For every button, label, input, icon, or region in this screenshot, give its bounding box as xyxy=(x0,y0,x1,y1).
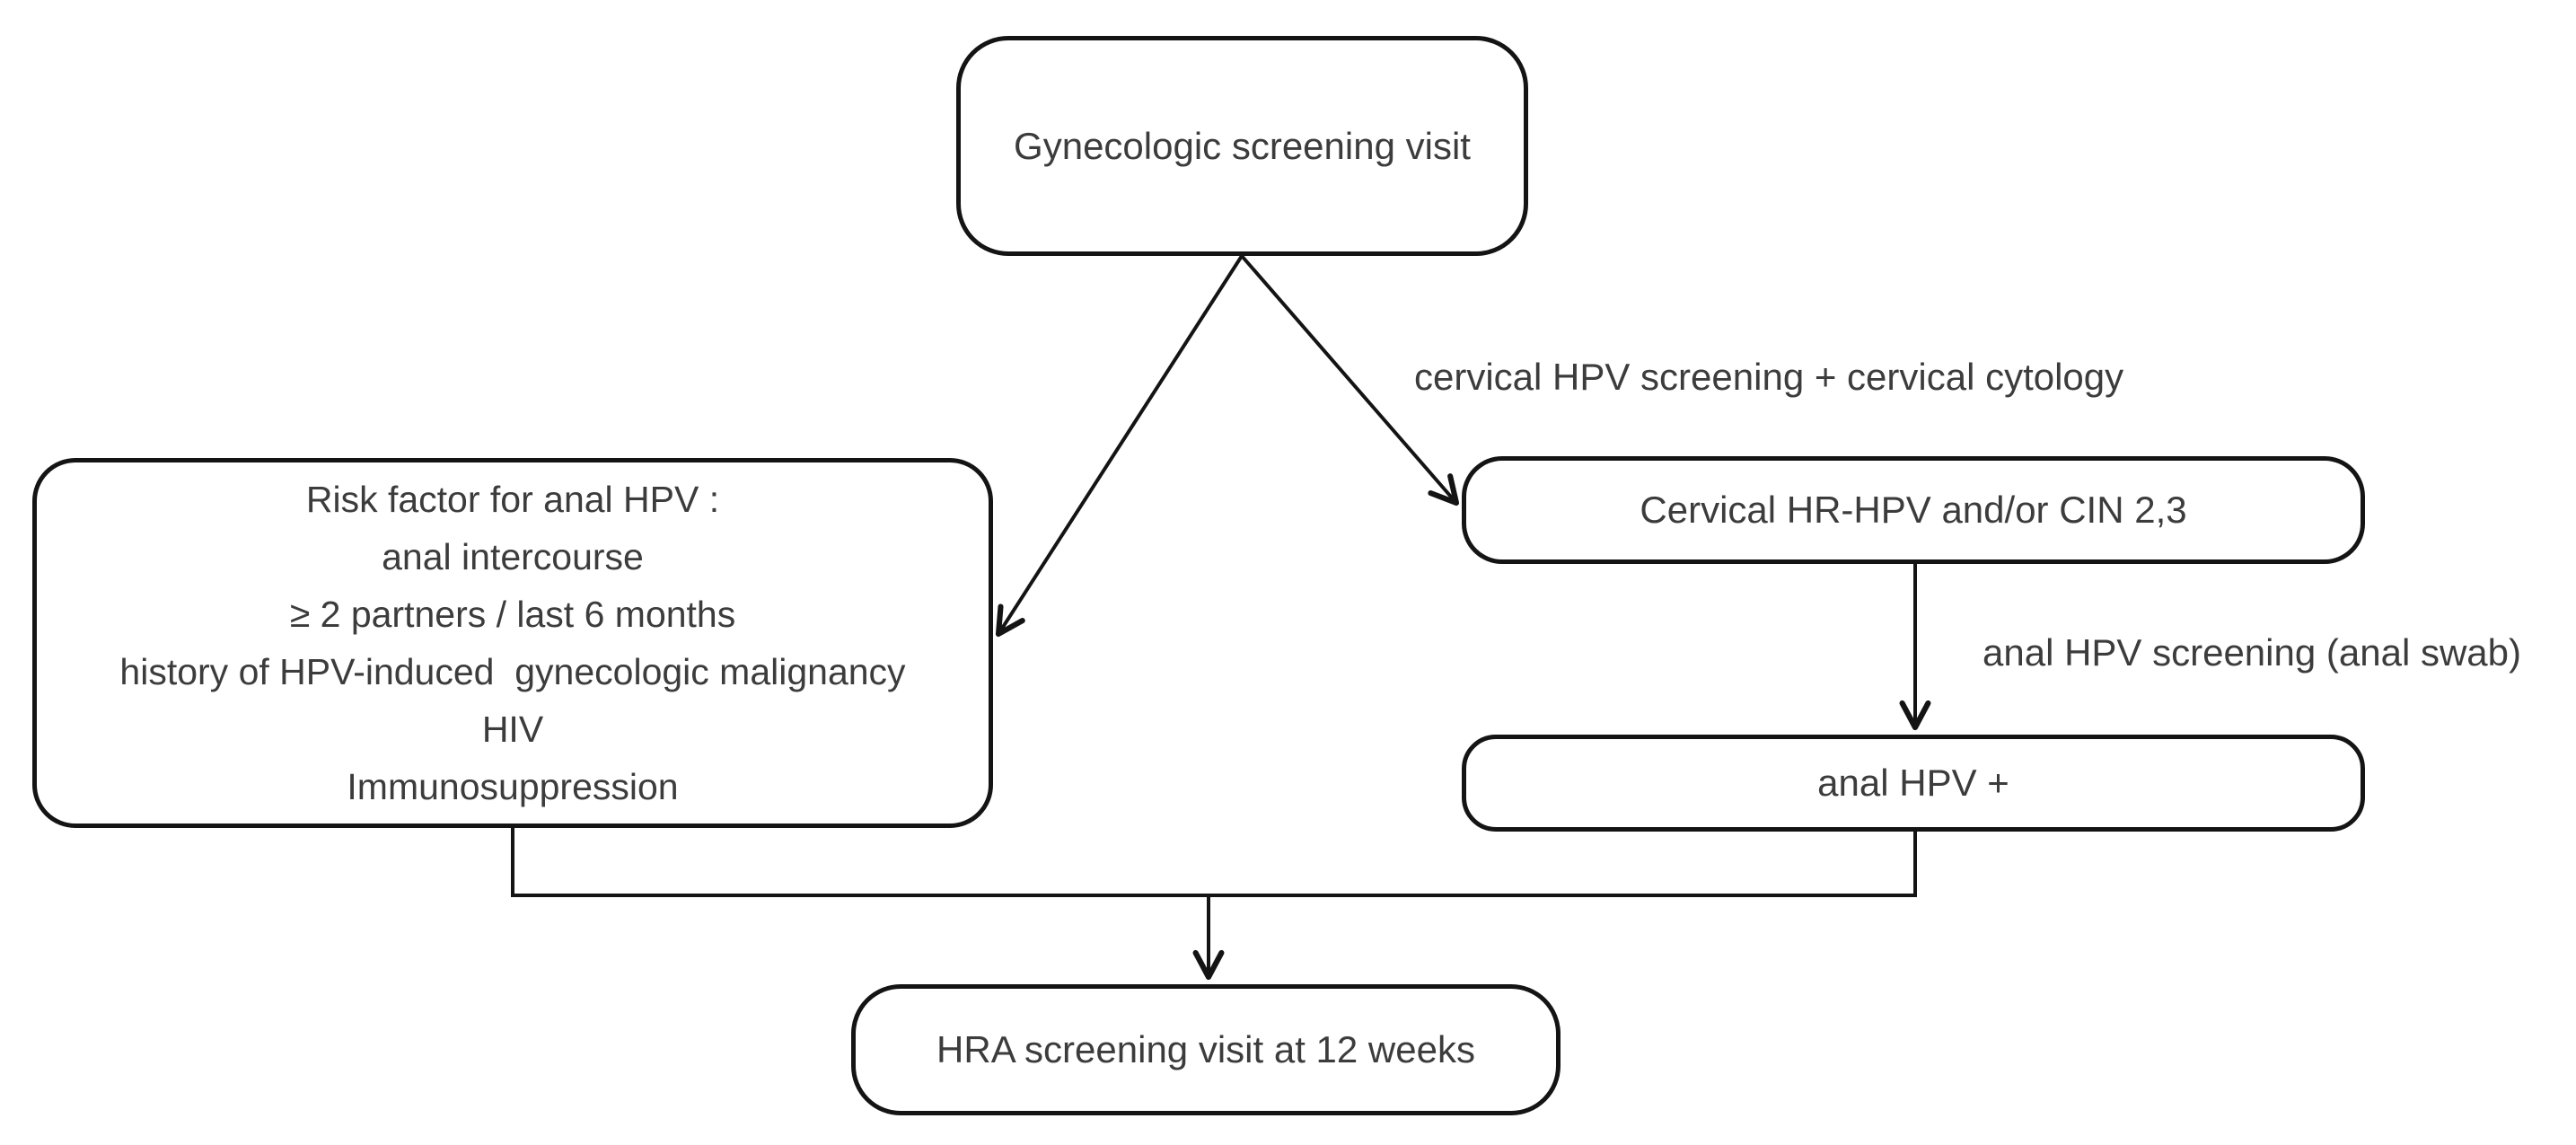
node-cervical-hr-hpv: Cervical HR-HPV and/or CIN 2,3 xyxy=(1462,456,2365,564)
node-label: Cervical HR-HPV and/or CIN 2,3 xyxy=(1640,489,2187,531)
node-gynecologic-screening-visit: Gynecologic screening visit xyxy=(956,36,1528,256)
node-label: Gynecologic screening visit xyxy=(1014,124,1471,167)
node-risk-factors: Risk factor for anal HPV : anal intercou… xyxy=(32,458,993,828)
edge-label-anal-screening: anal HPV screening (anal swab) xyxy=(1983,631,2521,674)
risk-line-hiv: HIV xyxy=(481,709,544,750)
risk-line-anal-intercourse: anal intercourse xyxy=(382,536,644,577)
risk-line-title: Risk factor for anal HPV : xyxy=(305,479,720,520)
node-label: anal HPV + xyxy=(1817,762,2009,804)
node-label: HRA screening visit at 12 weeks xyxy=(936,1028,1475,1070)
edge-label-cervical-screening: cervical HPV screening + cervical cytolo… xyxy=(1414,356,2124,398)
node-anal-hpv-positive: anal HPV + xyxy=(1462,735,2365,832)
node-hra-screening-visit: HRA screening visit at 12 weeks xyxy=(851,984,1561,1115)
risk-line-partners: ≥ 2 partners / last 6 months xyxy=(289,594,736,635)
edge-gyn-to-cervical xyxy=(1240,254,1460,506)
risk-line-immunosuppression: Immunosuppression xyxy=(347,766,679,807)
edge-gyn-to-risk xyxy=(995,254,1244,638)
risk-line-history: history of HPV-induced gynecologic malig… xyxy=(119,651,906,692)
